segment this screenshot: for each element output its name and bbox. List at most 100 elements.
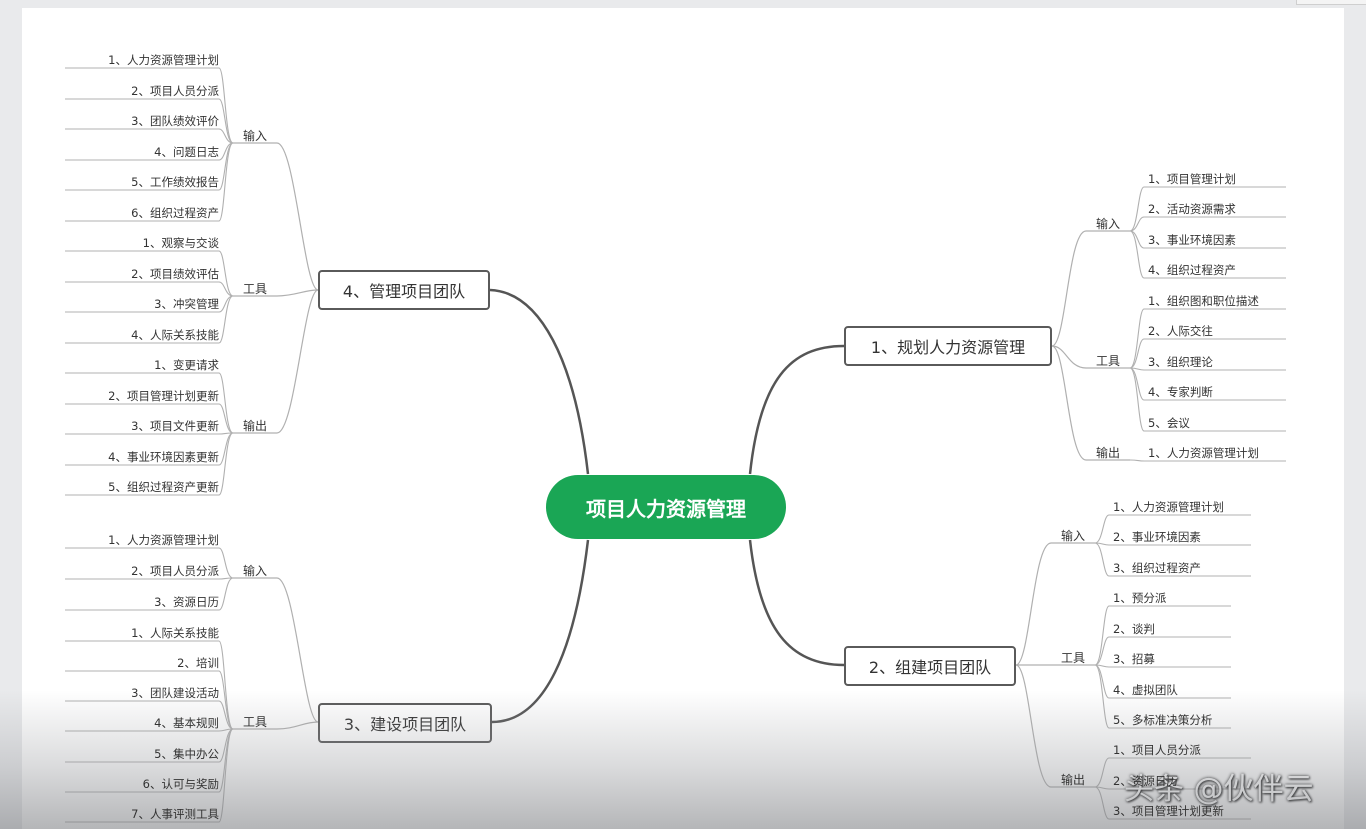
b3-tools-item[interactable]: 2、培训	[177, 656, 219, 670]
b3-inputs-item[interactable]: 1、人力资源管理计划	[108, 533, 219, 547]
b3-inputs-trunk	[276, 577, 319, 723]
b4-inputs-item-line	[65, 98, 234, 144]
b1-tools-item[interactable]: 5、会议	[1148, 416, 1190, 430]
b4-outputs-item[interactable]: 4、事业环境因素更新	[108, 450, 219, 464]
b3-tools-trunk	[276, 721, 319, 730]
b4-inputs-item[interactable]: 6、组织过程资产	[131, 206, 219, 220]
b2-outputs-item[interactable]: 2、资源日历	[1113, 774, 1178, 788]
b2-tools-item-line	[1094, 636, 1231, 666]
b4-inputs-item-line	[65, 128, 234, 144]
b4-inputs-item[interactable]: 2、项目人员分派	[131, 84, 219, 98]
b2-outputs-trunk	[1015, 664, 1052, 788]
b4-inputs-item[interactable]: 5、工作绩效报告	[131, 175, 219, 189]
b4-inputs-item[interactable]: 3、团队绩效评价	[131, 114, 219, 128]
b4-outputs-item-line	[65, 432, 234, 435]
b4-outputs-item[interactable]: 2、项目管理计划更新	[108, 389, 219, 403]
b3-inputs-item-line	[65, 577, 234, 580]
b4-inputs-trunk	[276, 142, 319, 291]
connector-center-branch-3	[491, 539, 590, 724]
b3-tools-item[interactable]: 6、认可与奖励	[142, 777, 219, 791]
b1-tools-item[interactable]: 3、组织理论	[1148, 355, 1213, 369]
b3-inputs-item-line	[65, 577, 234, 611]
b4-inputs-label[interactable]: 输入	[242, 129, 267, 143]
b4-outputs-item-line	[65, 432, 234, 496]
b3-inputs-item[interactable]: 3、资源日历	[154, 595, 219, 609]
b1-tools-item-line	[1129, 367, 1286, 371]
b2-inputs-item[interactable]: 1、人力资源管理计划	[1113, 500, 1224, 514]
b1-inputs-item-line	[1129, 186, 1286, 232]
b2-inputs-item[interactable]: 3、组织过程资产	[1113, 561, 1201, 575]
b2-outputs-label[interactable]: 输出	[1060, 773, 1085, 787]
b4-inputs-item-line	[65, 142, 234, 222]
b2-tools-label[interactable]: 工具	[1060, 651, 1085, 665]
b2-outputs-item[interactable]: 3、项目管理计划更新	[1113, 804, 1224, 818]
b1-tools-item[interactable]: 2、人际交往	[1148, 324, 1213, 338]
b4-outputs-trunk	[276, 289, 319, 434]
b4-outputs-label[interactable]: 输出	[242, 419, 267, 433]
branch-2-topic[interactable]: 2、组建项目团队	[844, 646, 1016, 686]
b3-tools-item[interactable]: 4、基本规则	[154, 716, 219, 730]
central-topic[interactable]: 项目人力资源管理	[546, 475, 786, 539]
b3-inputs-label[interactable]: 输入	[242, 564, 267, 578]
b4-inputs-item-line	[65, 67, 234, 144]
b1-outputs-item-line	[1129, 459, 1286, 462]
b2-tools-item[interactable]: 3、招募	[1113, 652, 1155, 666]
b1-outputs-label[interactable]: 输出	[1095, 446, 1120, 460]
connector-center-branch-2	[748, 539, 845, 667]
b1-tools-item[interactable]: 4、专家判断	[1148, 385, 1213, 399]
b1-inputs-item[interactable]: 4、组织过程资产	[1148, 263, 1236, 277]
b4-outputs-item[interactable]: 5、组织过程资产更新	[108, 480, 219, 494]
b1-outputs-trunk	[1051, 345, 1087, 461]
b3-tools-item[interactable]: 3、团队建设活动	[131, 686, 219, 700]
b4-outputs-item-line	[65, 403, 234, 434]
b2-inputs-trunk	[1015, 542, 1052, 666]
branch-1-topic[interactable]: 1、规划人力资源管理	[844, 326, 1052, 366]
b1-inputs-item-line	[1129, 230, 1286, 279]
b1-inputs-item[interactable]: 2、活动资源需求	[1148, 202, 1236, 216]
b4-tools-item[interactable]: 2、项目绩效评估	[131, 267, 219, 281]
b2-inputs-item-line	[1094, 542, 1251, 546]
b1-inputs-item[interactable]: 1、项目管理计划	[1148, 172, 1236, 186]
branch-3-topic[interactable]: 3、建设项目团队	[318, 703, 492, 743]
b2-inputs-label[interactable]: 输入	[1060, 529, 1085, 543]
b4-tools-label[interactable]: 工具	[242, 282, 267, 296]
b3-tools-item[interactable]: 1、人际关系技能	[131, 626, 219, 640]
b2-tools-item[interactable]: 2、谈判	[1113, 622, 1155, 636]
b4-tools-item[interactable]: 4、人际关系技能	[131, 328, 219, 342]
b2-tools-item[interactable]: 5、多标准决策分析	[1113, 713, 1213, 727]
b4-outputs-item[interactable]: 1、变更请求	[154, 358, 219, 372]
b4-tools-item[interactable]: 3、冲突管理	[154, 297, 219, 311]
b2-tools-item[interactable]: 1、预分派	[1113, 591, 1167, 605]
b4-tools-item[interactable]: 1、观察与交谈	[142, 236, 219, 250]
b1-inputs-item[interactable]: 3、事业环境因素	[1148, 233, 1236, 247]
b1-inputs-trunk	[1051, 230, 1087, 347]
b1-tools-item-line	[1129, 367, 1286, 432]
b3-tools-item[interactable]: 5、集中办公	[154, 747, 219, 761]
b1-tools-trunk	[1051, 345, 1087, 369]
b2-inputs-item-line	[1094, 514, 1251, 544]
b2-inputs-item-line	[1094, 542, 1251, 577]
b1-tools-label[interactable]: 工具	[1095, 354, 1120, 368]
b4-outputs-item[interactable]: 3、项目文件更新	[131, 419, 219, 433]
b4-tools-item-line	[65, 250, 234, 297]
b3-tools-item[interactable]: 7、人事评测工具	[131, 807, 219, 821]
b1-outputs-item[interactable]: 1、人力资源管理计划	[1148, 446, 1259, 460]
b3-inputs-item-line	[65, 547, 234, 579]
b1-tools-item[interactable]: 1、组织图和职位描述	[1148, 294, 1259, 308]
b3-inputs-item[interactable]: 2、项目人员分派	[131, 564, 219, 578]
branch-4-topic[interactable]: 4、管理项目团队	[318, 270, 490, 310]
b1-inputs-label[interactable]: 输入	[1095, 217, 1120, 231]
b4-inputs-item[interactable]: 1、人力资源管理计划	[108, 53, 219, 67]
b3-tools-label[interactable]: 工具	[242, 715, 267, 729]
b4-tools-item-line	[65, 281, 234, 297]
connector-center-branch-1	[748, 344, 845, 475]
b1-tools-item-line	[1129, 338, 1286, 369]
b1-inputs-item-line	[1129, 216, 1286, 232]
b2-tools-item[interactable]: 4、虚拟团队	[1113, 683, 1178, 697]
b2-tools-item-line	[1094, 664, 1231, 668]
b2-outputs-item[interactable]: 1、项目人员分派	[1113, 743, 1201, 757]
b2-inputs-item[interactable]: 2、事业环境因素	[1113, 530, 1201, 544]
b4-tools-trunk	[276, 289, 319, 297]
b4-inputs-item[interactable]: 4、问题日志	[154, 145, 219, 159]
b4-tools-item-line	[65, 295, 234, 344]
